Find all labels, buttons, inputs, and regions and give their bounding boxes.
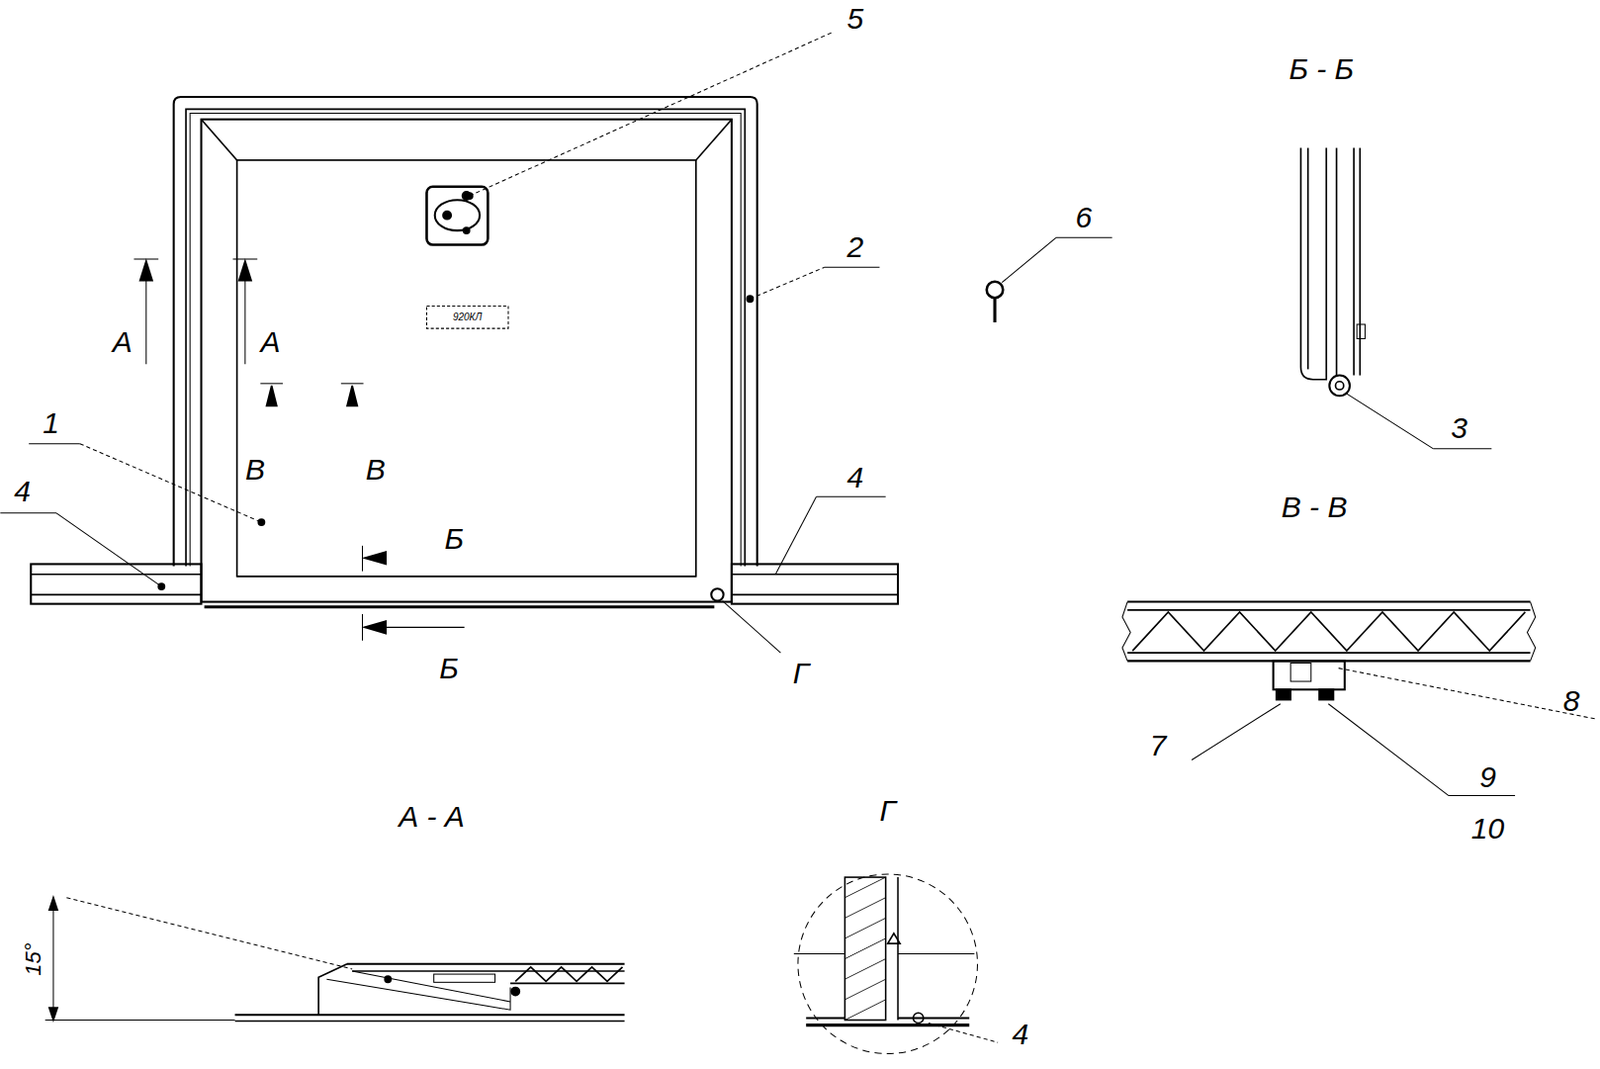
section-letter: В	[245, 454, 266, 485]
callout-number: 3	[1450, 413, 1468, 444]
callout-number: 4	[846, 462, 864, 493]
callout-number: 7	[1150, 730, 1167, 761]
callout-number: 4	[1012, 1019, 1030, 1050]
callout-number: 5	[846, 3, 864, 34]
angle-dimension: 15°	[22, 942, 45, 976]
callout-number: 1	[42, 408, 60, 439]
callout-number: 2	[846, 232, 864, 263]
detail-letter: Г	[793, 658, 809, 689]
section-title: Б - Б	[1288, 54, 1354, 85]
callout-number: 8	[1563, 686, 1581, 716]
section-letter: А	[112, 327, 133, 357]
callout-number: 10	[1471, 813, 1505, 844]
callout-number: 9	[1479, 762, 1497, 793]
section-letter: Б	[439, 653, 459, 684]
detail-title: Г	[880, 796, 896, 826]
section-letter: А	[260, 327, 280, 357]
section-letter: В	[365, 454, 386, 485]
plate-text: 920КЛ	[452, 312, 482, 323]
callout-number: 6	[1075, 202, 1093, 233]
section-letter: Б	[444, 524, 464, 554]
section-title: А - А	[398, 801, 465, 832]
callout-number: 4	[13, 476, 31, 507]
section-title: В - В	[1281, 492, 1348, 523]
